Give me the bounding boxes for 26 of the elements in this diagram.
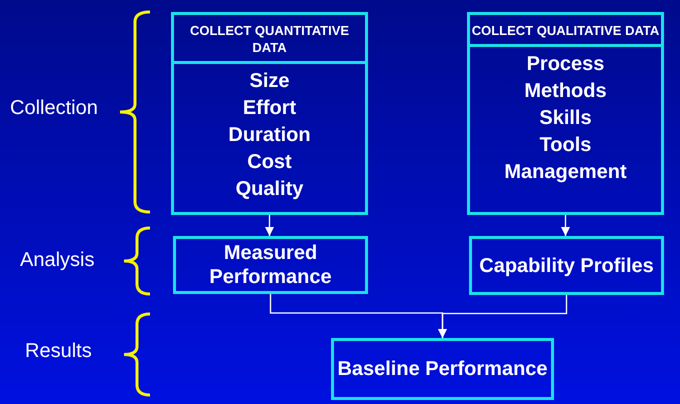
process-box bbox=[331, 338, 554, 400]
list-item: Duration bbox=[228, 123, 311, 148]
box-label: Capability Profiles bbox=[479, 254, 654, 278]
list-item: Effort bbox=[242, 96, 296, 121]
arrow bbox=[560, 215, 570, 236]
data-box bbox=[171, 12, 368, 215]
stage-label: Collection bbox=[10, 97, 98, 120]
box-heading: COLLECT QUANTITATIVE DATA bbox=[174, 15, 365, 64]
list-item: Methods bbox=[524, 79, 607, 104]
process-box bbox=[173, 236, 368, 294]
data-box bbox=[467, 12, 664, 215]
list-item: Process bbox=[526, 52, 604, 77]
stage-label: Results bbox=[25, 340, 92, 363]
arrow bbox=[264, 215, 274, 236]
stage-label: Analysis bbox=[20, 249, 94, 272]
process-box bbox=[469, 236, 664, 295]
box-label: Measured Performance bbox=[208, 241, 333, 289]
box-heading: COLLECT QUALITATIVE DATA bbox=[470, 15, 661, 47]
box-label: Baseline Performance bbox=[337, 357, 548, 381]
list-item: Size bbox=[249, 69, 290, 94]
list-item: Management bbox=[504, 160, 627, 185]
list-item: Cost bbox=[247, 150, 292, 175]
arrow bbox=[438, 295, 568, 338]
list-item: Quality bbox=[236, 177, 304, 202]
list-item: Tools bbox=[540, 133, 592, 158]
list-item: Skills bbox=[539, 106, 592, 131]
